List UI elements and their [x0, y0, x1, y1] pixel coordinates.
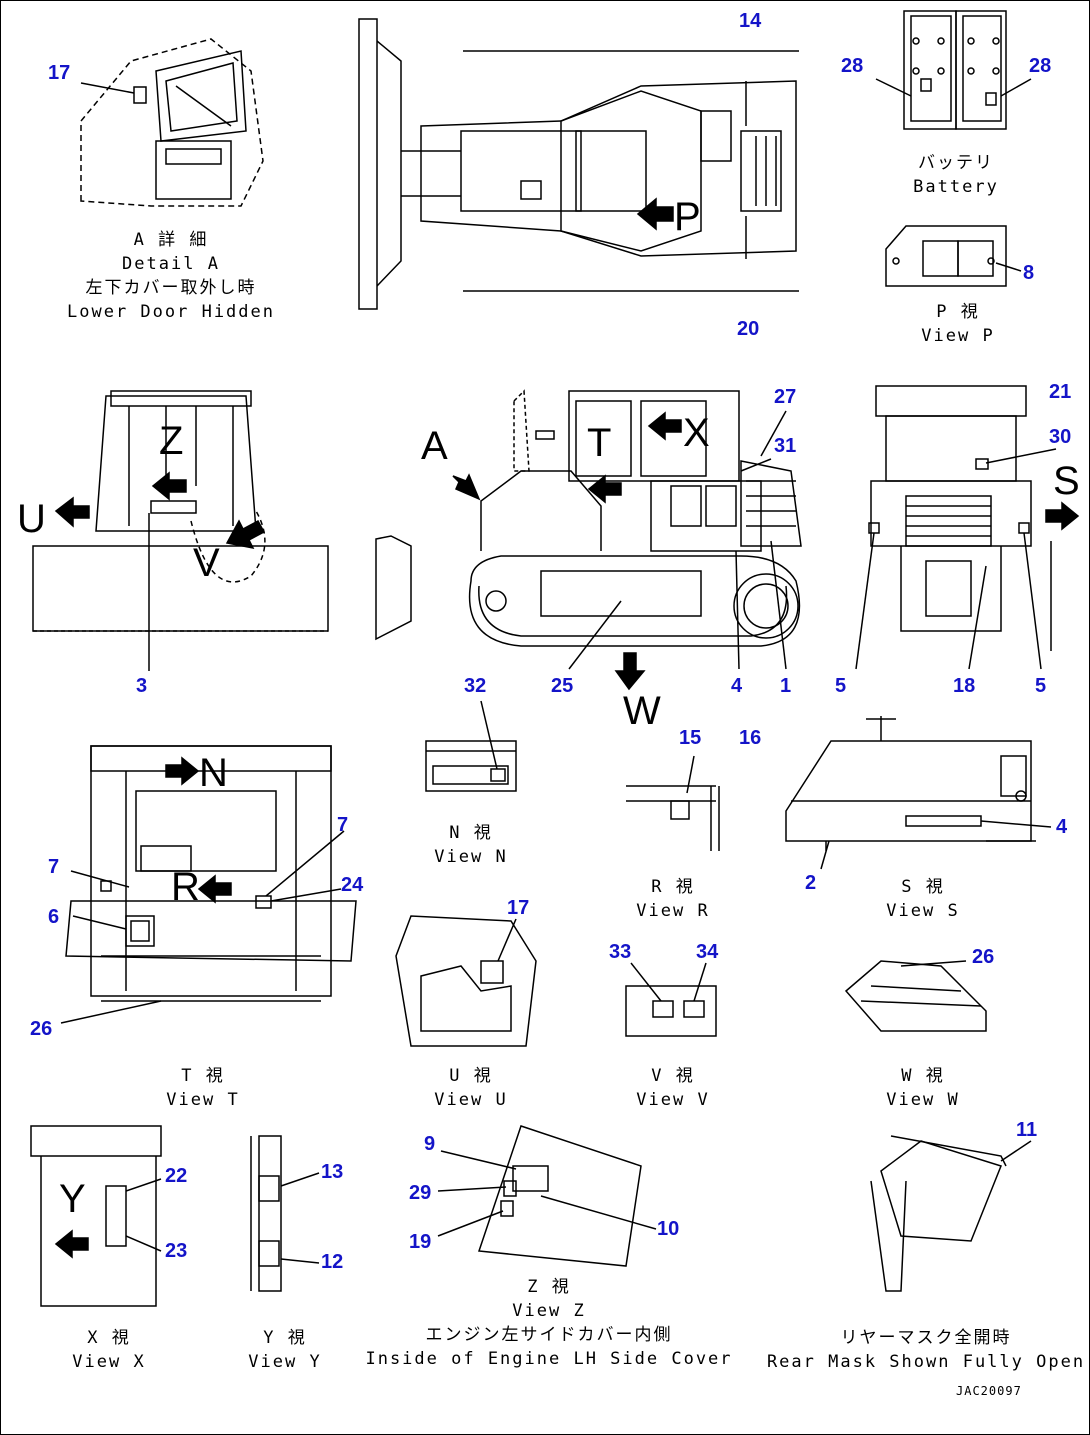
view-n-drawing: [426, 701, 516, 791]
caption-view-s: S 視 View S: [886, 877, 960, 921]
view-letter-t: T: [587, 421, 612, 465]
callout-14: 14: [739, 10, 762, 32]
callout-10: 10: [657, 1218, 680, 1240]
callout-15: 15: [679, 727, 702, 749]
callout-23: 23: [165, 1240, 188, 1262]
caption-rear-mask: リヤーマスク全開時 Rear Mask Shown Fully Open: [766, 1328, 1086, 1372]
rear-view-drawing: [856, 386, 1078, 669]
view-u-drawing: [396, 916, 536, 1046]
caption-view-x: X 視 View X: [72, 1328, 146, 1372]
callout-8: 8: [1023, 262, 1035, 284]
view-w-drawing: [846, 961, 986, 1031]
callout-31: 31: [774, 435, 797, 457]
view-s-drawing: [786, 716, 1051, 869]
caption-view-u: U 視 View U: [434, 1066, 508, 1110]
callout-11: 11: [1016, 1119, 1038, 1141]
view-letter-y: Y: [59, 1177, 86, 1221]
view-letter-r: R: [171, 865, 200, 909]
drawing-code: JAC20097: [956, 1384, 1022, 1398]
view-letter-v: V: [193, 541, 220, 585]
view-letter-n: N: [199, 751, 228, 795]
view-letter-s: S: [1053, 459, 1080, 503]
front-view-drawing: [33, 391, 328, 671]
callout-25: 25: [551, 675, 574, 697]
view-letter-u: U: [17, 497, 46, 541]
callout-17a: 17: [48, 62, 71, 84]
view-letter-x: X: [683, 411, 710, 455]
caption-view-n: N 視 View N: [434, 823, 508, 867]
callout-5a: 5: [835, 675, 847, 697]
callout-33: 33: [609, 941, 632, 963]
callout-21: 21: [1049, 381, 1072, 403]
top-view-drawing: [359, 19, 799, 309]
callout-26b: 26: [972, 946, 995, 968]
callout-4b: 4: [1056, 816, 1068, 838]
callout-19: 19: [409, 1231, 432, 1253]
callout-27: 27: [774, 386, 797, 408]
view-t-drawing: [61, 746, 356, 1023]
callout-7b: 7: [48, 856, 60, 878]
callout-34: 34: [696, 941, 719, 963]
callout-29: 29: [409, 1182, 432, 1204]
rear-mask-drawing: [871, 1136, 1031, 1291]
callout-2: 2: [805, 872, 817, 894]
callout-26a: 26: [30, 1018, 53, 1040]
detail-a-drawing: [81, 39, 263, 206]
callout-4a: 4: [731, 675, 743, 697]
caption-detail-a: A 詳 細 Detail A 左下カバー取外し時 Lower Door Hidd…: [67, 230, 275, 322]
caption-view-v: V 視 View V: [636, 1066, 710, 1110]
caption-view-z: Z 視 View Z エンジン左サイドカバー内側 Inside of Engin…: [365, 1277, 733, 1369]
view-letter-z: Z: [159, 419, 184, 463]
callout-22: 22: [165, 1165, 188, 1187]
callout-18: 18: [953, 675, 976, 697]
view-x-drawing: [31, 1126, 161, 1306]
view-v-drawing: [626, 963, 716, 1036]
callout-12: 12: [321, 1251, 344, 1273]
callout-24: 24: [341, 874, 364, 896]
view-r-drawing: [626, 756, 719, 851]
callout-9: 9: [424, 1133, 436, 1155]
view-letter-a: A: [421, 424, 448, 468]
callout-1: 1: [780, 675, 792, 697]
caption-view-t: T 視 View T: [166, 1066, 240, 1110]
callout-6: 6: [48, 906, 60, 928]
callout-17b: 17: [507, 897, 530, 919]
callout-3: 3: [136, 675, 148, 697]
callout-7a: 7: [337, 814, 349, 836]
battery-drawing: [876, 11, 1031, 129]
callout-28b: 28: [1029, 55, 1052, 77]
callout-30: 30: [1049, 426, 1072, 448]
view-z-drawing: [438, 1126, 656, 1266]
caption-view-w: W 視 View W: [886, 1066, 960, 1110]
view-p-drawing: [886, 226, 1021, 286]
callout-32: 32: [464, 675, 487, 697]
side-view-drawing: [376, 391, 801, 689]
caption-battery: バッテリ Battery: [913, 153, 999, 197]
view-letter-w: W: [623, 689, 661, 733]
caption-view-p: P 視 View P: [921, 302, 995, 346]
callout-13: 13: [321, 1161, 344, 1183]
callout-20: 20: [737, 318, 760, 340]
callout-5b: 5: [1035, 675, 1047, 697]
view-y-drawing: [251, 1136, 319, 1291]
callout-28a: 28: [841, 55, 864, 77]
caption-view-r: R 視 View R: [636, 877, 710, 921]
view-letter-p: P: [674, 195, 701, 239]
caption-view-y: Y 視 View Y: [248, 1328, 322, 1372]
callout-16: 16: [739, 727, 762, 749]
